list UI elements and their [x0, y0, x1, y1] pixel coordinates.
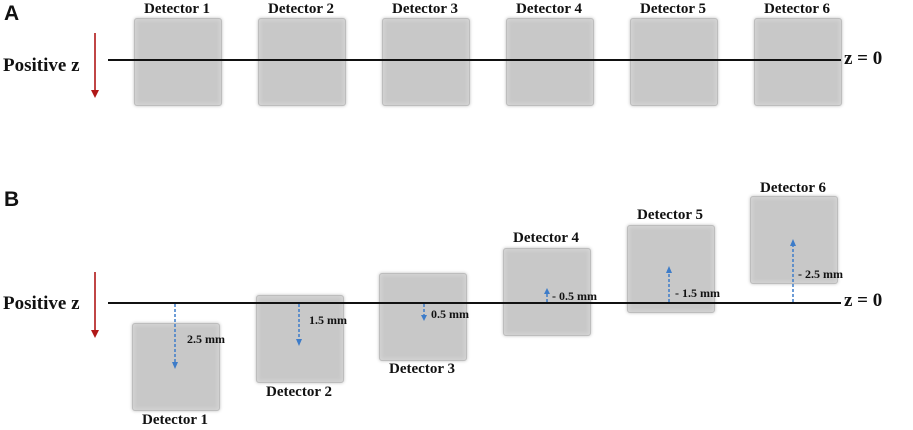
panel-b-detector-6-offset-label: - 2.5 mm: [798, 267, 843, 281]
panel-a-detector-3-label: Detector 3: [392, 1, 458, 17]
panel-b-detector-5-label: Detector 5: [637, 207, 703, 223]
panel-a-detector-5-label: Detector 5: [640, 1, 706, 17]
panel-b-detector-6-label: Detector 6: [760, 180, 826, 196]
panel-b-detector-1-label: Detector 1: [142, 412, 208, 428]
panel-b-detector-2-label: Detector 2: [266, 384, 332, 400]
panel-b-detector-4-offset-arrowhead: [544, 288, 550, 294]
panel-b-detector-3-offset-arrowhead: [421, 315, 427, 321]
panel-a-positive-z-label: Positive z: [3, 55, 80, 76]
panel-a-detector-2-label: Detector 2: [268, 1, 334, 17]
panel-b-detector-4-label: Detector 4: [513, 230, 579, 246]
panel-b-detector-1: [132, 323, 220, 411]
panel-a-detector-5: [630, 18, 718, 106]
panel-a-detector-1: [134, 18, 222, 106]
panel-a-detector-6: [754, 18, 842, 106]
panel-a-detector-1-label: Detector 1: [144, 1, 210, 17]
panel-a-detector-4-label: Detector 4: [516, 1, 582, 17]
panel-b-z0-line: [108, 302, 841, 304]
panel-b-detector-2-offset-label: 1.5 mm: [309, 313, 347, 327]
panel-a-z0-line: [108, 59, 841, 61]
panel-a-z0-label: z = 0: [844, 48, 883, 69]
panel-b-positive-z-label: Positive z: [3, 293, 80, 314]
panel-a-letter: A: [4, 2, 20, 25]
panel-b-detector-3-offset-label: 0.5 mm: [431, 307, 469, 321]
panel-a-positive-z-arrowhead: [91, 90, 99, 98]
panel-b-detector-6-offset-arrowhead: [790, 239, 796, 246]
panel-a-detector-2: [258, 18, 346, 106]
panel-b-detector-5: [627, 225, 715, 313]
panel-b-detector-2-offset-arrowhead: [296, 339, 302, 346]
panel-b-z0-label: z = 0: [844, 290, 883, 311]
panel-b-positive-z-arrowhead: [91, 330, 99, 338]
panel-a-detector-4: [506, 18, 594, 106]
panel-a-detector-6-label: Detector 6: [764, 1, 830, 17]
panel-b-detector-5-offset-arrowhead: [666, 266, 672, 273]
panel-b-detector-6: [750, 196, 838, 284]
panel-b-detector-3-label: Detector 3: [389, 361, 455, 377]
panel-b-detector-1-offset-arrowhead: [172, 362, 178, 369]
panel-b-letter: B: [4, 188, 20, 211]
panel-a-detector-3: [382, 18, 470, 106]
panel-b-detector-5-offset-label: - 1.5 mm: [675, 286, 720, 300]
panel-b-detector-1-offset-label: 2.5 mm: [187, 332, 225, 346]
panel-b-detector-4-offset-label: - 0.5 mm: [552, 289, 597, 303]
